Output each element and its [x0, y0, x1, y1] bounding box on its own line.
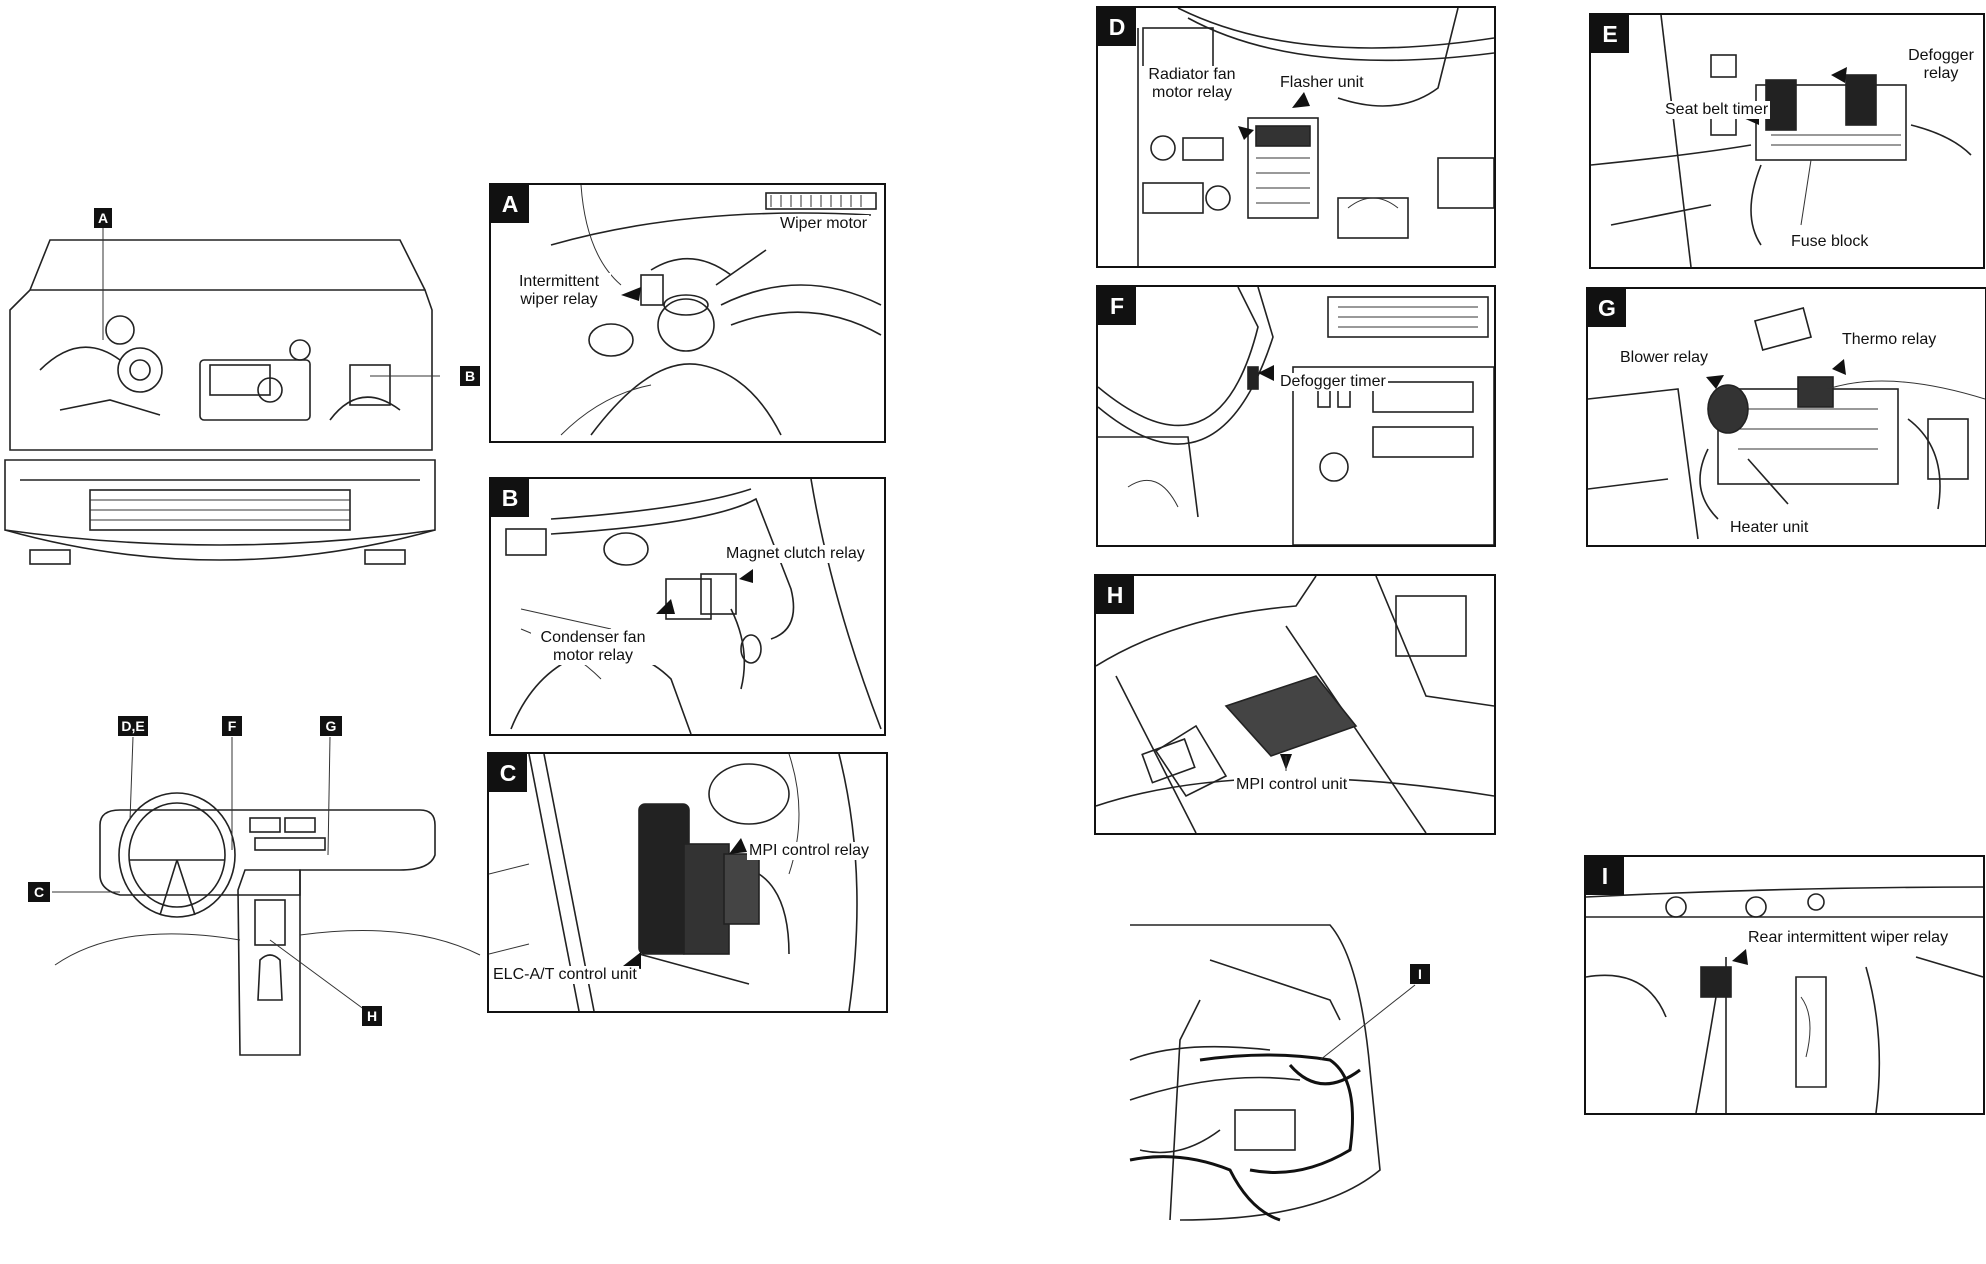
panel-a: A Wiper motor Intermittent wiper relay — [489, 183, 886, 443]
callout-a: A — [94, 208, 112, 228]
label-elc-at-control-unit: ELC-A/T control unit — [491, 966, 639, 984]
panel-d-tag: D — [1098, 8, 1136, 46]
label-defogger-timer: Defogger timer — [1278, 373, 1388, 391]
label-mpi-control-relay: MPI control relay — [747, 842, 872, 860]
callout-c: C — [28, 882, 50, 902]
panel-h-drawing — [1096, 576, 1494, 833]
panel-h: H MPI control unit — [1094, 574, 1496, 835]
engine-bay-drawing — [4, 225, 440, 565]
panel-h-tag: H — [1096, 576, 1134, 614]
label-wiper-motor: Wiper motor — [778, 215, 870, 233]
panel-i-drawing — [1586, 886, 1983, 1113]
callout-i: I — [1410, 964, 1430, 984]
panel-c-drawing — [489, 754, 858, 1011]
panel-f-drawing — [1098, 287, 1494, 545]
label-fuse-block: Fuse block — [1789, 233, 1871, 251]
label-heater-unit: Heater unit — [1728, 519, 1811, 537]
panel-a-drawing — [550, 185, 882, 436]
dashboard-overview — [0, 710, 490, 1070]
panel-b-drawing — [505, 479, 882, 734]
panel-b: B Magnet clutch relay Condenser fan moto… — [489, 477, 886, 736]
label-condenser-fan-motor-relay: Condenser fan motor relay — [531, 629, 655, 665]
rear-trunk-drawing — [1129, 924, 1416, 1222]
callout-f: F — [222, 716, 242, 736]
callout-de: D,E — [118, 716, 148, 736]
panel-b-tag: B — [491, 479, 529, 517]
panel-i: I Rear intermittent wiper relay — [1584, 855, 1985, 1115]
panel-d-drawing — [1137, 8, 1494, 266]
panel-f: F Defogger timer — [1096, 285, 1496, 547]
label-mpi-control-unit: MPI control unit — [1234, 776, 1350, 794]
callout-g: G — [320, 716, 342, 736]
panel-c-tag: C — [489, 754, 527, 792]
panel-e-tag: E — [1591, 15, 1629, 53]
panel-c: C MPI control relay ELC-A/T control unit — [487, 752, 888, 1013]
rear-trunk-overview — [1120, 920, 1420, 1260]
panel-f-tag: F — [1098, 287, 1136, 325]
panel-a-tag: A — [491, 185, 529, 223]
callout-b: B — [460, 366, 480, 386]
panel-g-tag: G — [1588, 289, 1626, 327]
panel-i-tag: I — [1586, 857, 1624, 895]
panel-e: E Defogger relay Seat belt timer Fuse bl… — [1589, 13, 1985, 269]
label-radiator-fan-motor-relay: Radiator fan motor relay — [1140, 66, 1244, 102]
label-blower-relay: Blower relay — [1618, 349, 1711, 367]
panel-d: D Radiator fan motor relay Flasher unit — [1096, 6, 1496, 268]
engine-bay-overview — [0, 150, 440, 590]
callout-h: H — [362, 1006, 382, 1026]
label-flasher-unit: Flasher unit — [1278, 74, 1366, 92]
panel-e-drawing — [1591, 15, 1972, 267]
label-magnet-clutch-relay: Magnet clutch relay — [724, 545, 867, 563]
dashboard-drawing — [52, 736, 481, 1056]
panel-g-drawing — [1588, 307, 1985, 540]
label-thermo-relay: Thermo relay — [1840, 331, 1939, 349]
label-seat-belt-timer: Seat belt timer — [1663, 101, 1771, 119]
label-defogger-relay: Defogger relay — [1899, 47, 1983, 83]
label-rear-intermittent-wiper-relay: Rear intermittent wiper relay — [1746, 929, 1951, 947]
label-intermittent-wiper-relay: Intermittent wiper relay — [507, 273, 611, 309]
panel-g: G Blower relay Thermo relay Heater unit — [1586, 287, 1986, 547]
